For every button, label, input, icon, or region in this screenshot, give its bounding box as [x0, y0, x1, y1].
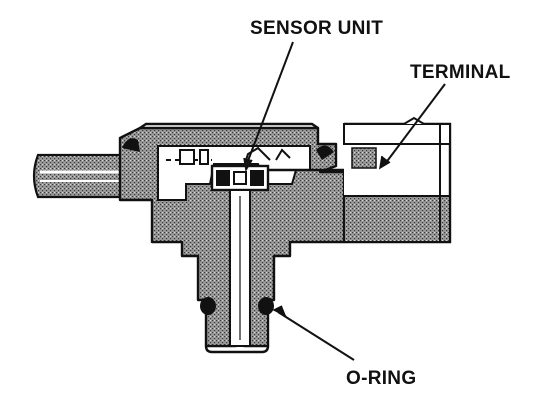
outlet-neck [204, 345, 270, 354]
seal-details [122, 138, 334, 160]
leader-lines [243, 41, 446, 361]
o-ring-leader [277, 311, 355, 361]
sensor-unit-label: SENSOR UNIT [250, 18, 383, 39]
terminal-leader [384, 83, 446, 165]
terminal-label: TERMINAL [410, 62, 511, 83]
central-bore [229, 189, 251, 347]
sensor-unit [210, 146, 291, 192]
o-ring-label: O-RING [346, 368, 416, 389]
connector-housing [343, 116, 452, 244]
sensor-unit-leader [245, 41, 294, 167]
o-rings [200, 297, 274, 315]
